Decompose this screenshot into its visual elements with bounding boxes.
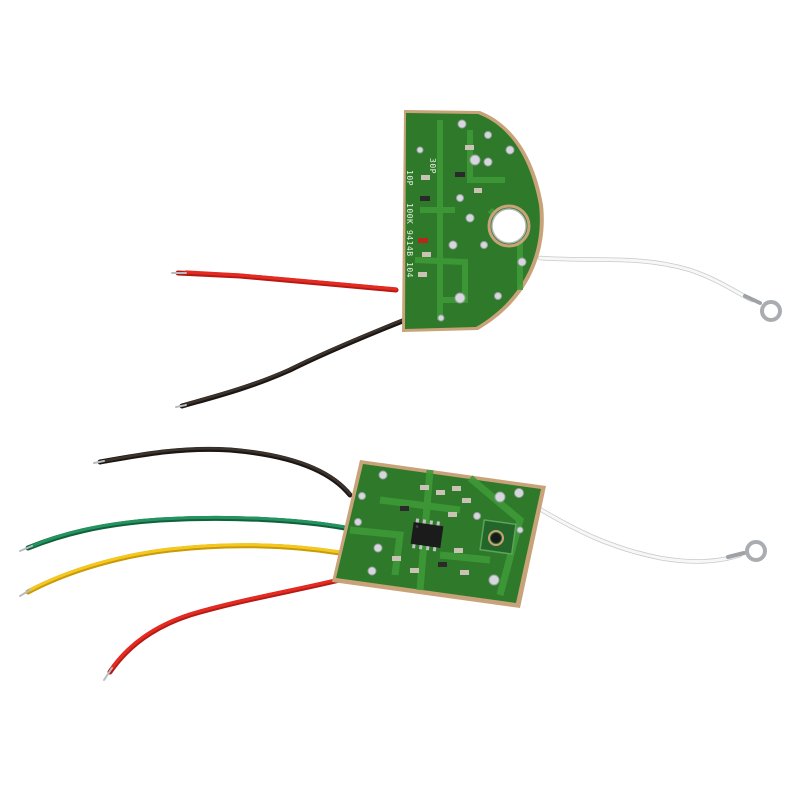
- top-marking-30p: 30P: [428, 158, 437, 174]
- top-marking-100k: 100K: [405, 203, 414, 224]
- top-silkscreen: 30P 10P 100K 9414B 104: [405, 158, 437, 278]
- top-solder-pads: [416, 119, 527, 322]
- top-marking-9414b: 9414B: [405, 230, 414, 257]
- top-marking-104: 104: [405, 262, 414, 278]
- top-smd-components: [418, 145, 482, 277]
- top-ring-terminal: [743, 294, 782, 322]
- bottom-ic-chip: [410, 518, 444, 552]
- top-receiver-board: 30P 10P 100K 9414B 104: [171, 110, 782, 409]
- top-marking-10p: 10P: [405, 170, 414, 186]
- bottom-transmitter-board: [19, 446, 767, 681]
- bottom-smd-components: [392, 485, 471, 575]
- top-mounting-hole: [491, 208, 527, 244]
- bottom-solder-pads: [354, 470, 524, 586]
- bottom-trimmer: [479, 519, 517, 555]
- bottom-ring-terminal: [726, 540, 767, 562]
